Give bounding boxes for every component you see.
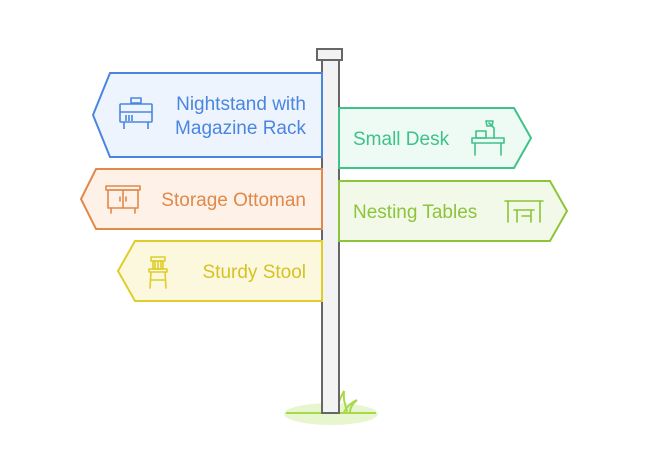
sign-board: [91, 72, 323, 158]
sign-nesting-tables: Nesting Tables: [338, 180, 569, 242]
sign-board: [116, 240, 323, 302]
sign-label: Storage Ottoman: [161, 190, 306, 211]
signpost-cap: [316, 48, 343, 61]
sign-label: Sturdy Stool: [203, 262, 307, 283]
sign-board: [338, 107, 533, 169]
sign-small-desk: Small Desk: [338, 107, 533, 169]
signpost-pole: [321, 59, 340, 414]
sign-storage-ottoman: Storage Ottoman: [79, 168, 323, 230]
sign-nightstand-with-magazine-rack: Nightstand with Magazine Rack: [91, 72, 323, 158]
sign-label: Magazine Rack: [175, 118, 306, 139]
sign-label: Small Desk: [353, 129, 450, 150]
sign-label: Nightstand with: [176, 94, 306, 115]
cabinet-icon: [105, 185, 141, 214]
sign-label: Nesting Tables: [353, 202, 477, 223]
sign-sturdy-stool: Sturdy Stool: [116, 240, 323, 302]
sign-board: [79, 168, 323, 230]
stool-icon: [148, 256, 168, 289]
nesting-tables-icon: [504, 200, 544, 223]
sign-board: [338, 180, 569, 242]
desk-icon: [471, 120, 505, 156]
nightstand-icon: [119, 97, 153, 129]
